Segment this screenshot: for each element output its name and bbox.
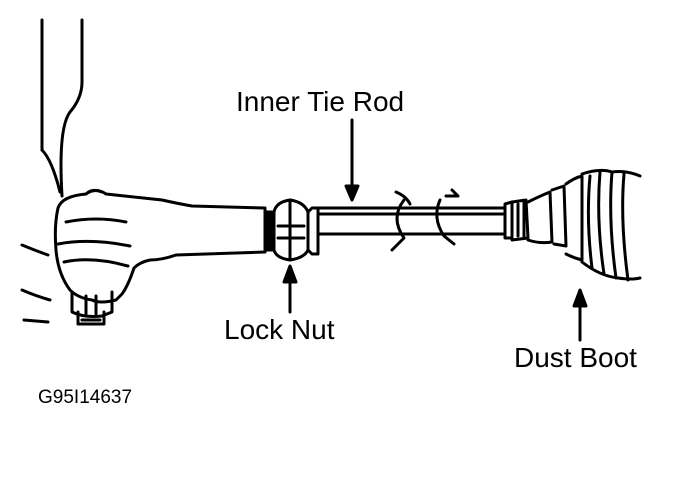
lock-nut-label: Lock Nut xyxy=(224,314,335,345)
inner-tie-rod-shaft xyxy=(306,188,507,256)
dust-boot-arrow xyxy=(572,288,588,342)
inner-tie-rod-label: Inner Tie Rod xyxy=(236,86,405,117)
boot-fitting xyxy=(503,190,554,245)
dust-boot xyxy=(550,168,642,282)
figure-code: G95I14637 xyxy=(38,387,133,408)
outer-tie-rod-end xyxy=(53,188,267,326)
lock-nut-arrow xyxy=(282,264,298,314)
steering-knuckle xyxy=(20,18,84,324)
inner-tie-rod-arrow xyxy=(344,118,360,202)
dust-boot-label: Dust Boot xyxy=(514,342,637,373)
lock-nut xyxy=(272,198,310,262)
